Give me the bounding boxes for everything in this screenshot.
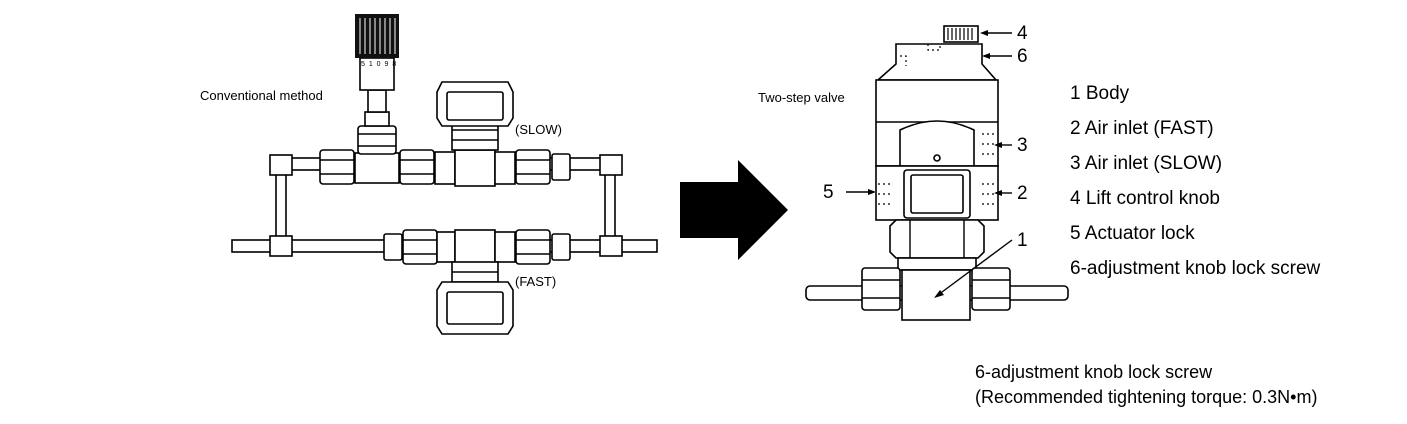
fast-label: (FAST) [515, 274, 557, 289]
upper-nut-1 [319, 149, 355, 185]
slow-label: (SLOW) [515, 122, 562, 137]
fast-valve-body [454, 229, 496, 265]
lock-screw-hidden [927, 44, 941, 51]
upper-tee-body [354, 152, 400, 184]
left-riser-pipe [275, 167, 287, 243]
callout-3: 3 [1017, 135, 1028, 156]
legend-item-body: 1 Body [1070, 83, 1130, 104]
upper-nut-2 [399, 149, 435, 185]
needle-valve-bonnet [364, 111, 390, 127]
conventional-piping-assembly [231, 14, 658, 335]
body-nut-right [971, 267, 1011, 311]
legend-item-air-inlet-slow: 3 Air inlet (SLOW) [1070, 153, 1223, 174]
torque-note-line1: 6-adjustment knob lock screw [975, 362, 1213, 382]
slow-inlet-port [982, 133, 994, 155]
needle-valve-knob[interactable] [355, 14, 399, 58]
needle-valve-stem [367, 89, 387, 113]
valve-body [901, 269, 971, 321]
dial-scale-text: 5 1 0 9 8 [361, 61, 398, 68]
legend-item-lock-screw: 6-adjustment knob lock screw [1070, 258, 1321, 279]
two-step-valve-assembly [805, 25, 1069, 321]
torque-note: 6-adjustment knob lock screw (Recommende… [975, 360, 1317, 410]
callout-5: 5 [823, 182, 834, 203]
torque-note-line2: (Recommended tightening torque: 0.3N•m) [975, 387, 1318, 407]
fast-valve-window [446, 291, 504, 325]
lower-nipple [436, 231, 456, 263]
bonnet-nut [889, 219, 985, 259]
callout-1: 1 [1017, 230, 1028, 251]
elbow-top-right [599, 154, 623, 176]
lower-nut-1 [383, 233, 403, 261]
knob-knurl [359, 18, 396, 54]
actuator-indicator [933, 154, 941, 162]
actuator-lock-port [878, 183, 890, 205]
upper-nipple [434, 151, 456, 185]
upper-nut-4 [551, 153, 571, 181]
tee-bottom-right [599, 235, 623, 257]
callout-2: 2 [1017, 183, 1028, 204]
lift-control-knob[interactable] [943, 25, 979, 43]
transition-arrow [680, 160, 788, 260]
body-nut-left [861, 267, 901, 311]
elbow-top-left [269, 154, 293, 176]
two-step-valve-title: Two-step valve [758, 90, 845, 105]
slow-valve-window [446, 91, 504, 121]
actuator-window [910, 174, 964, 214]
lower-nipple-2 [494, 231, 516, 263]
legend-item-lift-control-knob: 4 Lift control knob [1070, 188, 1220, 209]
legend-item-actuator-lock: 5 Actuator lock [1070, 223, 1195, 244]
slow-valve-body [454, 149, 496, 187]
callout-arrows [846, 30, 1013, 298]
upper-nipple-2 [494, 151, 516, 185]
lower-nut-3 [515, 229, 551, 265]
parts-legend: 1 Body 2 Air inlet (FAST) 3 Air inlet (S… [1070, 76, 1320, 286]
callout-6: 6 [1017, 46, 1028, 67]
conventional-method-title: Conventional method [200, 88, 323, 103]
callout-4: 4 [1017, 23, 1028, 44]
legend-item-air-inlet-fast: 2 Air inlet (FAST) [1070, 118, 1214, 139]
lift-knob-knurl [947, 28, 973, 40]
lower-nut-4 [551, 233, 571, 261]
lower-nut-2 [402, 229, 438, 265]
upper-nut-3 [515, 149, 551, 185]
needle-valve-nut [357, 125, 397, 155]
tee-bottom-left [269, 235, 293, 257]
fast-inlet-port [982, 183, 994, 205]
actuator-face [899, 120, 975, 167]
bonnet-collar [897, 257, 977, 271]
right-riser-pipe [604, 167, 616, 243]
